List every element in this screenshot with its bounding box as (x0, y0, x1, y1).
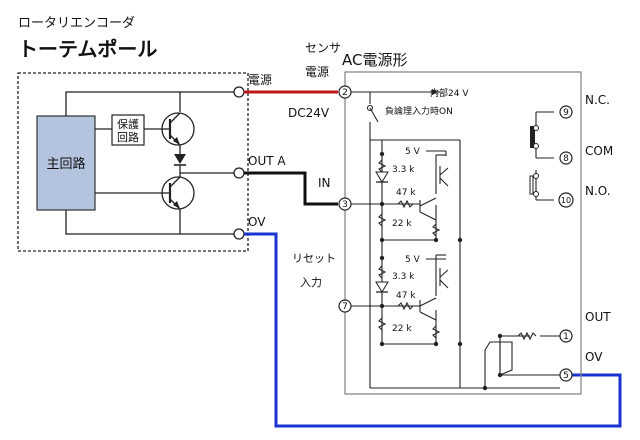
ch2-5v-label: 5 V (405, 255, 421, 265)
terminal-1: 1 (563, 332, 569, 342)
internal-supply-label: 内部24 V (430, 87, 469, 99)
ch2-r4-zigzag (432, 325, 441, 339)
ch2-r2-label: 47 k (396, 291, 416, 301)
encoder-box (17, 72, 249, 252)
neg-logic-label: 負論理入力時ON (385, 105, 453, 117)
encoder-power-label: 電源 (248, 73, 272, 87)
ch2-r1-zigzag (378, 265, 387, 279)
com-label: COM (585, 144, 613, 158)
encoder-terminal-out (233, 167, 245, 179)
terminal-2: 2 (342, 88, 348, 98)
ch1-transistor-2 (439, 166, 449, 187)
lower-transistor (160, 176, 195, 210)
internal-supply-arrow (432, 89, 438, 95)
terminal-7: 7 (342, 302, 348, 312)
out-label: OUT (585, 310, 611, 324)
sensor-voltage: DC24V (288, 106, 330, 120)
protection-line2: 回路 (117, 131, 139, 144)
ch1-5v-label: 5 V (405, 147, 421, 157)
ov-wire (244, 232, 622, 428)
ch1-r3-zigzag (378, 213, 387, 227)
encoder-terminal-power (233, 86, 245, 98)
ch1-diode-icon (375, 171, 389, 183)
subtitle: ロータリエンコーダ (18, 16, 135, 31)
ch2-r3-label: 22 k (392, 324, 412, 334)
relay-contacts (529, 125, 539, 197)
encoder-terminal-ov (233, 228, 245, 240)
ch1-r3-label: 22 k (392, 219, 412, 229)
encoder-wires (65, 91, 237, 235)
diode-icon (174, 154, 186, 164)
no-label: N.O. (585, 184, 611, 198)
signal-wire (244, 171, 338, 206)
encoder-ov-label: OV (248, 215, 266, 229)
sensor-power-line1: センサ (305, 41, 341, 55)
reset-line2: 入力 (300, 276, 322, 289)
sensor-power-line2: 電源 (305, 65, 329, 79)
neg-logic-switch (366, 104, 379, 123)
ch2-r1-label: 3.3 k (392, 272, 415, 282)
in-label: IN (318, 176, 331, 190)
ch2-r3-zigzag (378, 317, 387, 331)
out-resistor-zigzag (517, 331, 537, 341)
ov-label: OV (585, 350, 603, 364)
ch2-transistor-2 (439, 268, 449, 289)
module-box (344, 71, 582, 395)
protection-line1: 保護 (117, 117, 139, 131)
terminal-8: 8 (563, 154, 569, 164)
ch1-r1-label: 3.3 k (392, 165, 415, 175)
ch1-r4-zigzag (432, 223, 441, 237)
junction-dots (379, 151, 503, 391)
lower-transistor-arrow (173, 201, 180, 209)
module-title: AC電源形 (342, 51, 407, 69)
nc-label: N.C. (585, 93, 610, 107)
upper-transistor-arrow (173, 137, 180, 145)
encoder-out-label: OUT A (248, 154, 286, 168)
module-terminals (338, 85, 574, 382)
ch1-r2-label: 47 k (396, 188, 416, 198)
terminal-10: 10 (561, 196, 571, 205)
main-circuit-label: 主回路 (46, 156, 85, 172)
ch2-diode-icon (375, 281, 389, 293)
ch2-r2-zigzag (397, 301, 414, 311)
ch1-r2-zigzag (397, 199, 414, 209)
protection-box (111, 114, 145, 146)
terminal-3: 3 (342, 200, 348, 210)
page-title: トーテムポール (18, 37, 157, 61)
reset-line1: リセット (292, 252, 336, 265)
terminal-9: 9 (563, 108, 569, 118)
ch1-r1-zigzag (378, 159, 387, 173)
terminal-5: 5 (563, 371, 569, 381)
